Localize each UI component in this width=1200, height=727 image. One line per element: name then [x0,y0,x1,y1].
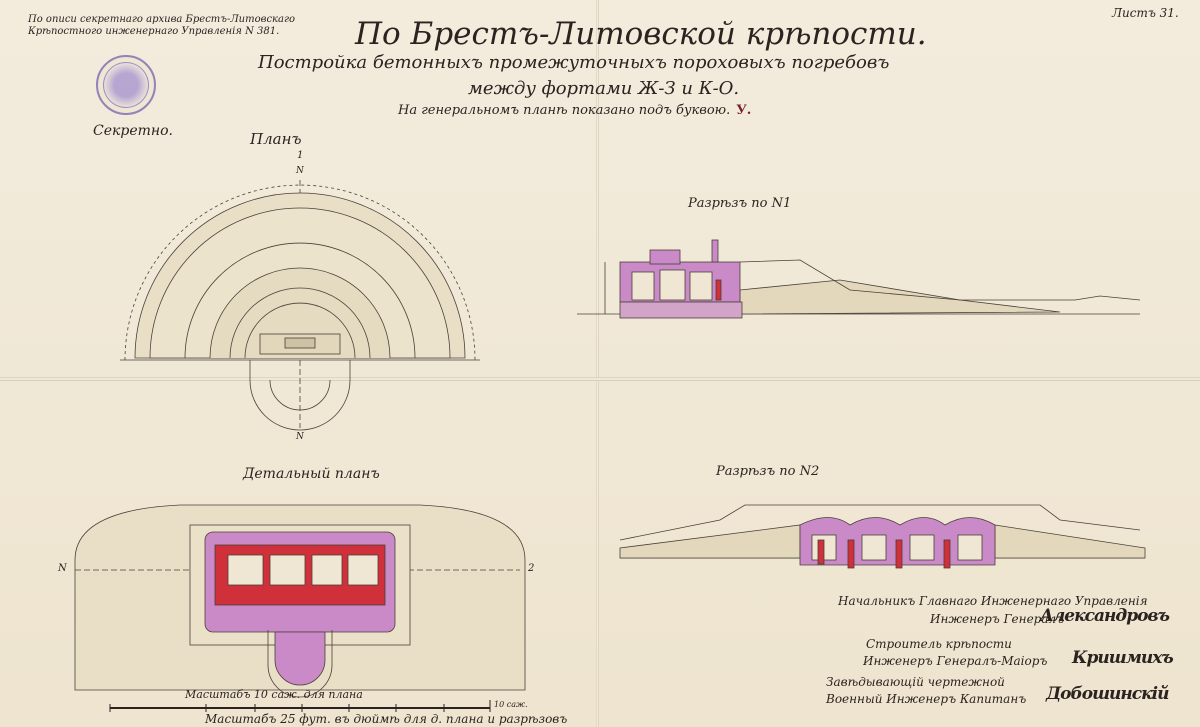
drawing-subtitle: Постройка бетонныхъ промежуточныхъ порох… [258,52,890,73]
archive-note: По описи секретнаго архива Брестъ-Литовс… [28,14,295,38]
archive-note-line: Крѣпостного инженернаго Управленія N 381… [28,26,280,37]
general-plan-note: На генеральномъ планѣ показано подъ букв… [398,103,751,118]
signature-rank: Инженеръ Генералъ [930,612,1065,626]
detail-scale-label: Масштабъ 25 фут. въ дюймѣ для д. плана и… [205,712,568,726]
axis-marker-n: N [296,166,304,176]
sheet-number: Листъ 31. [1112,6,1179,20]
plan-label: Планъ [250,130,302,148]
secret-label: Секретно. [93,123,173,139]
drawing-subtitle-2: между фортами Ж-З и К-О. [468,78,740,99]
axis-marker-n-bottom: N [296,432,304,442]
axis-marker-2: 2 [528,563,535,574]
signature-name: Кришмихъ [1072,648,1174,668]
section1-label: Разрѣзъ по N1 [688,196,792,211]
archive-note-line: По описи секретнаго архива Брестъ-Литовс… [28,14,296,25]
section1-drawing [577,239,1141,319]
detailed-plan-drawing [74,504,526,698]
detailed-plan-label: Детальный планъ [243,466,380,482]
signature-rank: Военный Инженеръ Капитанъ [826,692,1027,706]
drawing-title: По Брестъ-Литовской крѣпости. [355,16,927,52]
signature-name: Александровъ [1040,606,1170,626]
signature-rank: Инженеръ Генералъ-Маіоръ [863,654,1048,668]
archive-stamp [96,55,156,115]
axis-marker-n-left: N [58,563,67,574]
axis-marker-1: 1 [297,150,304,161]
plan-drawing [120,180,480,431]
signature-name: Добошинскій [1046,684,1169,704]
signature-title: Начальникъ Главнаго Инженернаго Управлен… [838,594,1148,608]
general-plan-note-text: На генеральномъ планѣ показано подъ букв… [398,103,731,118]
section2-drawing [619,504,1146,569]
scale-bars [109,700,491,712]
section2-label: Разрѣзъ по N2 [716,464,820,479]
vertical-fold-line [596,0,599,727]
general-plan-letter: У. [736,103,752,118]
signature-title: Завѣдывающій чертежной [826,675,1005,689]
scale-unit-label: 10 саж. [494,700,528,709]
plan-scale-label: Масштабъ 10 саж. для плана [185,688,363,701]
signature-title: Строитель крѣпости [866,637,1012,651]
horizontal-fold-line [0,377,1200,381]
